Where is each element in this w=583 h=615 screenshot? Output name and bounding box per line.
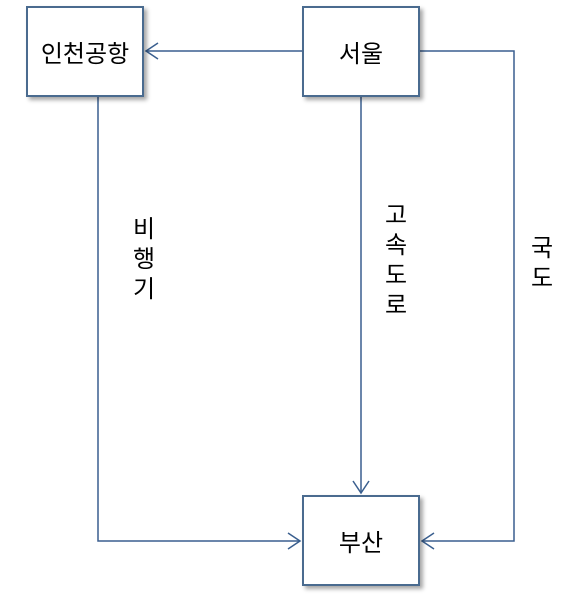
arrowhead-busan-right: [420, 532, 435, 550]
node-seoul: 서울: [302, 6, 420, 97]
node-seoul-label: 서울: [338, 40, 384, 68]
node-busan-label: 부산: [338, 529, 384, 557]
node-incheon-airport: 인천공항: [26, 6, 144, 97]
edge-label-expressway: 고 속 도 로: [384, 201, 408, 319]
arrowhead-busan-left: [287, 532, 302, 550]
edge-label-national-road: 국 도: [530, 234, 554, 292]
edge-label-airplane: 비 행 기: [132, 215, 156, 303]
node-incheon-airport-label: 인천공항: [40, 40, 130, 68]
edge-seoul-to-busan-national: [420, 50, 515, 542]
arrowhead-busan-top: [352, 480, 370, 495]
node-busan: 부산: [302, 495, 420, 586]
edge-incheon-to-busan: [97, 97, 300, 542]
arrowhead-incheon: [144, 42, 159, 60]
